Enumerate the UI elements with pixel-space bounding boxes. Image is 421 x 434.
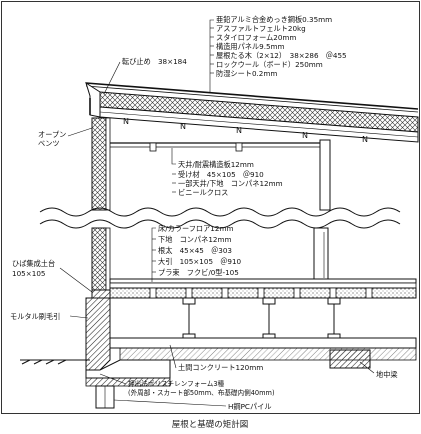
floor-label: 下地 コンパネ12mm	[158, 235, 231, 244]
svg-text:N: N	[123, 117, 129, 126]
label-line: ベンツ	[38, 139, 60, 148]
label-line: ひば集成土台	[12, 259, 55, 268]
floor-label: 床/カラーフロア12mm	[158, 224, 233, 233]
insulation-detail-label: (外周部・スカート部50mm、布基礎内側40mm)	[128, 388, 275, 397]
foundation-labels: 土間コンクリート120mm 押出法ポリスチレンフォーム3種 (外周部・スカート部…	[128, 363, 398, 411]
floor-label: 大引 105×105 ＠910	[158, 257, 242, 266]
exterior-wall-left	[91, 117, 111, 291]
interior-wall-right	[313, 139, 331, 281]
ceiling-labels: 天井/耐震構造板12mm 受け材 45×105 ＠910 一部天井/下地 コンパ…	[178, 160, 283, 197]
label-line: オープン	[38, 130, 66, 139]
mortar-label: モルタル刷毛引	[10, 312, 60, 321]
snow-stop-label: 転び止め 38×184	[122, 57, 187, 66]
roof-label: 防湿シート0.2mm	[216, 69, 277, 78]
svg-text:N: N	[236, 126, 242, 135]
floor-assembly	[109, 278, 417, 339]
roof-steel-sheet	[85, 82, 419, 110]
section-break	[39, 207, 401, 229]
leader-lines	[59, 19, 375, 407]
roof-label: ロックウール（ボード）250mm	[216, 60, 323, 69]
figure-caption: 屋根と基礎の矩計図	[172, 419, 249, 430]
ceiling-label: ビニールクロス	[178, 188, 228, 197]
roof-label: スタイロフォーム20mm	[216, 33, 296, 42]
roof-assembly: N N N N N	[85, 81, 419, 144]
floor-labels: 床/カラーフロア12mm 下地 コンパネ12mm 根太 45×45 ＠303 大…	[158, 224, 242, 277]
ceiling-framing	[110, 142, 320, 152]
floor-label: 根太 45×45 ＠303	[158, 246, 232, 255]
ceiling-label: 天井/耐震構造板12mm	[178, 160, 254, 169]
grade-beam	[329, 349, 371, 369]
roof-label: 亜鉛アルミ合金めっき鋼板0.35mm	[216, 15, 332, 24]
insulation-label: 押出法ポリスチレンフォーム3種	[128, 379, 225, 388]
svg-text:N: N	[362, 135, 368, 144]
eave-fascia	[85, 81, 101, 118]
roof-labels: 亜鉛アルミ合金めっき鋼板0.35mm アスファルトフェルト20kg スタイロフォ…	[216, 15, 347, 78]
ceiling-label: 一部天井/下地 コンパネ12mm	[178, 179, 283, 188]
slab-label: 土間コンクリート120mm	[178, 363, 263, 372]
svg-text:N: N	[180, 122, 186, 131]
drawing-border	[1, 1, 420, 414]
open-vent-label: オープンベンツ	[38, 130, 66, 148]
grade-beam-label: 地中梁	[376, 370, 398, 379]
sill-plate	[91, 289, 111, 299]
ceiling-label: 受け材 45×105 ＠910	[178, 170, 264, 179]
foundation	[20, 289, 417, 409]
roof-label: 構造用パネル9.5mm	[216, 42, 285, 51]
pile-label: H鋼PCパイル	[228, 402, 272, 411]
roof-label: 屋根たる木（2×12） 38×286 ＠455	[216, 51, 347, 60]
svg-text:N: N	[302, 131, 308, 140]
label-line: 105×105	[12, 269, 45, 278]
floor-label: プラ束 フクビ/0型-105	[158, 268, 239, 277]
slab	[109, 337, 417, 349]
stem-wall	[85, 297, 111, 371]
roof-label: アスファルトフェルト20kg	[216, 24, 306, 33]
